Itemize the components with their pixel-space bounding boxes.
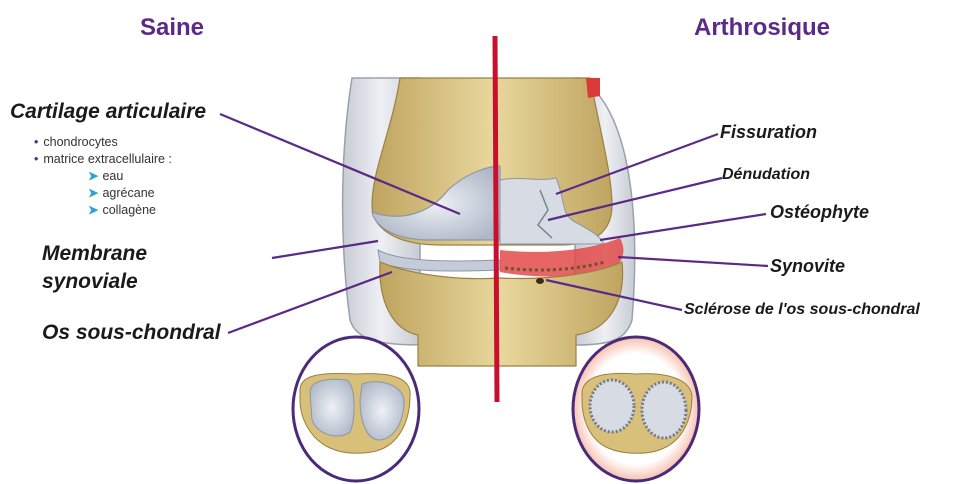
- divider-line: [495, 36, 497, 402]
- list-item: ➤eau: [34, 168, 172, 185]
- label-membrane-1: Membrane: [42, 242, 147, 266]
- list-item: •matrice extracellulaire :: [34, 151, 172, 168]
- capsule-inflammation: [586, 78, 600, 98]
- label-sclerosis: Sclérose de l'os sous-chondral: [684, 301, 920, 319]
- worn-medial-condyle: [590, 380, 634, 432]
- list-item: •chondrocytes: [34, 134, 172, 151]
- label-cartilage: Cartilage articulaire: [10, 100, 206, 124]
- label-subchondral: Os sous-chondral: [42, 321, 221, 345]
- leader-synovite: [618, 257, 768, 266]
- cartilage-components: •chondrocytes •matrice extracellulaire :…: [34, 134, 172, 219]
- arthritic-plateau-inset: [573, 337, 699, 481]
- healthy-plateau-inset: [293, 337, 419, 481]
- label-membrane-2: synoviale: [42, 270, 138, 294]
- list-item: ➤agrécane: [34, 185, 172, 202]
- healthy-medial-condyle: [310, 379, 354, 436]
- list-item: ➤collagène: [34, 202, 172, 219]
- label-synovite: Synovite: [770, 256, 845, 277]
- label-osteophyte: Ostéophyte: [770, 202, 869, 223]
- bone-cyst: [536, 278, 544, 284]
- label-fissuration: Fissuration: [720, 122, 817, 143]
- tibia-bone: [380, 262, 623, 366]
- heading-healthy: Saine: [140, 14, 204, 42]
- worn-lateral-condyle: [642, 382, 686, 438]
- label-denudation: Dénudation: [722, 166, 810, 184]
- heading-arthritic: Arthrosique: [694, 14, 830, 42]
